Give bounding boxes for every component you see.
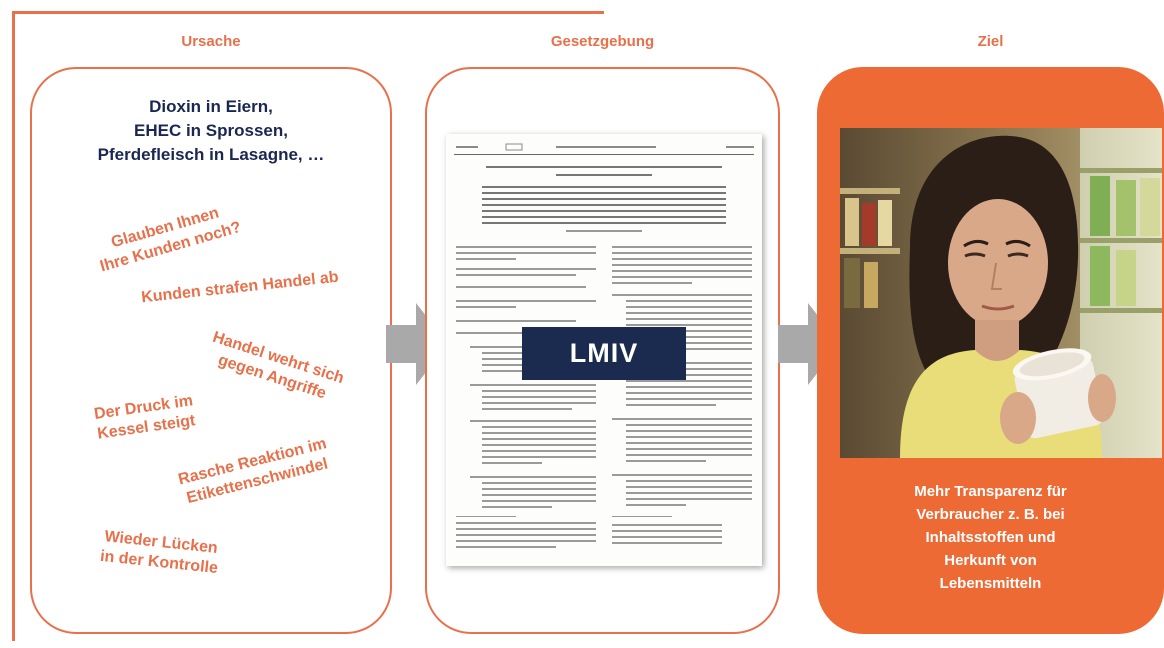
cause-headline: Dioxin in Eiern, EHEC in Sprossen, Pferd…: [97, 97, 325, 164]
woman-reading-label-image: [840, 128, 1162, 458]
cause-panel: [30, 67, 392, 634]
arrow-right-icon: [778, 303, 840, 385]
shopper-photo: [840, 128, 1162, 458]
arrow-right-icon: [386, 303, 448, 385]
frame-top-line: [12, 11, 604, 14]
column-header-legislation: Gesetzgebung: [550, 33, 655, 50]
column-header-goal: Ziel: [977, 33, 1004, 50]
frame-left-line: [12, 11, 15, 641]
column-header-cause: Ursache: [181, 33, 241, 50]
lmiv-badge: LMIV: [522, 327, 686, 380]
goal-text: Mehr Transparenz für Verbraucher z. B. b…: [914, 483, 1067, 592]
